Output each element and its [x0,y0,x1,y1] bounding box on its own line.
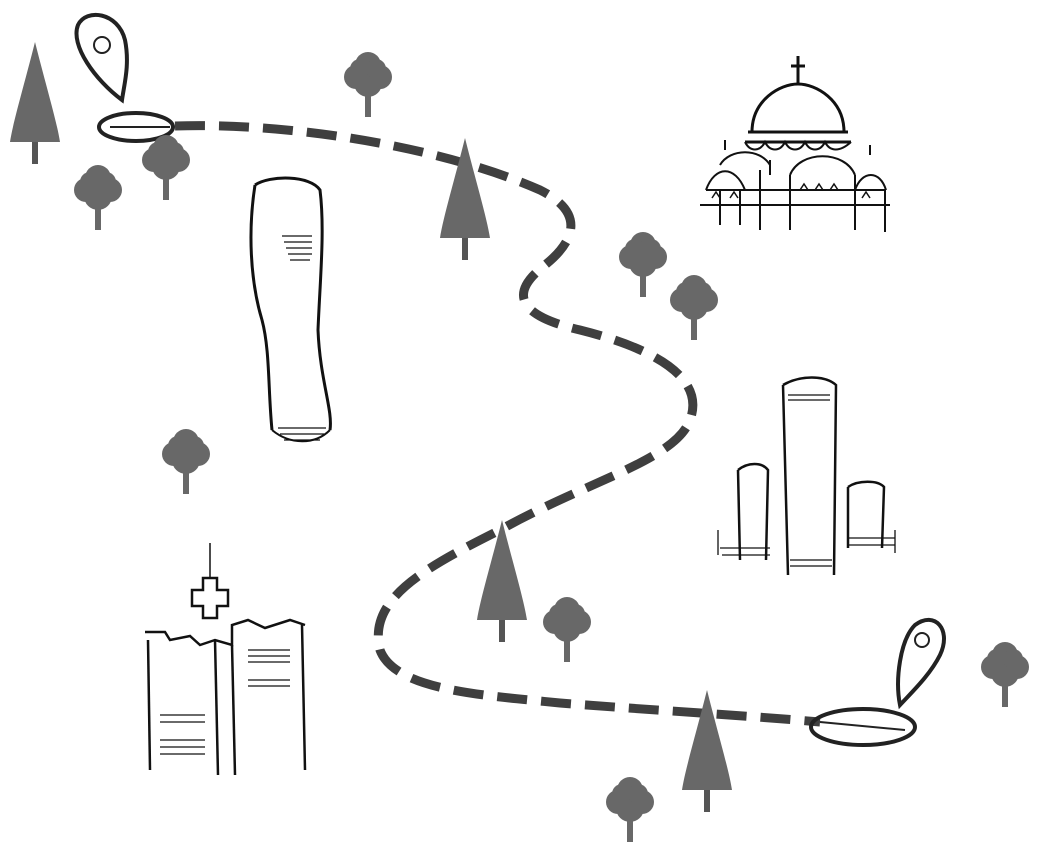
round-tree-icon [142,135,190,200]
tower-icon [249,176,332,443]
round-tree-icon [981,642,1029,707]
skyscrapers-icon [717,376,896,576]
round-tree-icon [619,232,667,297]
round-tree-icon [606,777,654,842]
round-tree-icon [670,275,718,340]
round-tree-icon [162,429,210,494]
hospital-building-icon [145,543,307,776]
cathedral-icon [700,56,890,232]
round-tree-icon [344,52,392,117]
round-tree-icon [543,597,591,662]
end-pin-icon [809,617,946,747]
round-tree-icon [74,165,122,230]
start-pin-icon [74,13,175,143]
conifer-tree-icon [10,42,60,164]
dashed-route [174,121,821,727]
